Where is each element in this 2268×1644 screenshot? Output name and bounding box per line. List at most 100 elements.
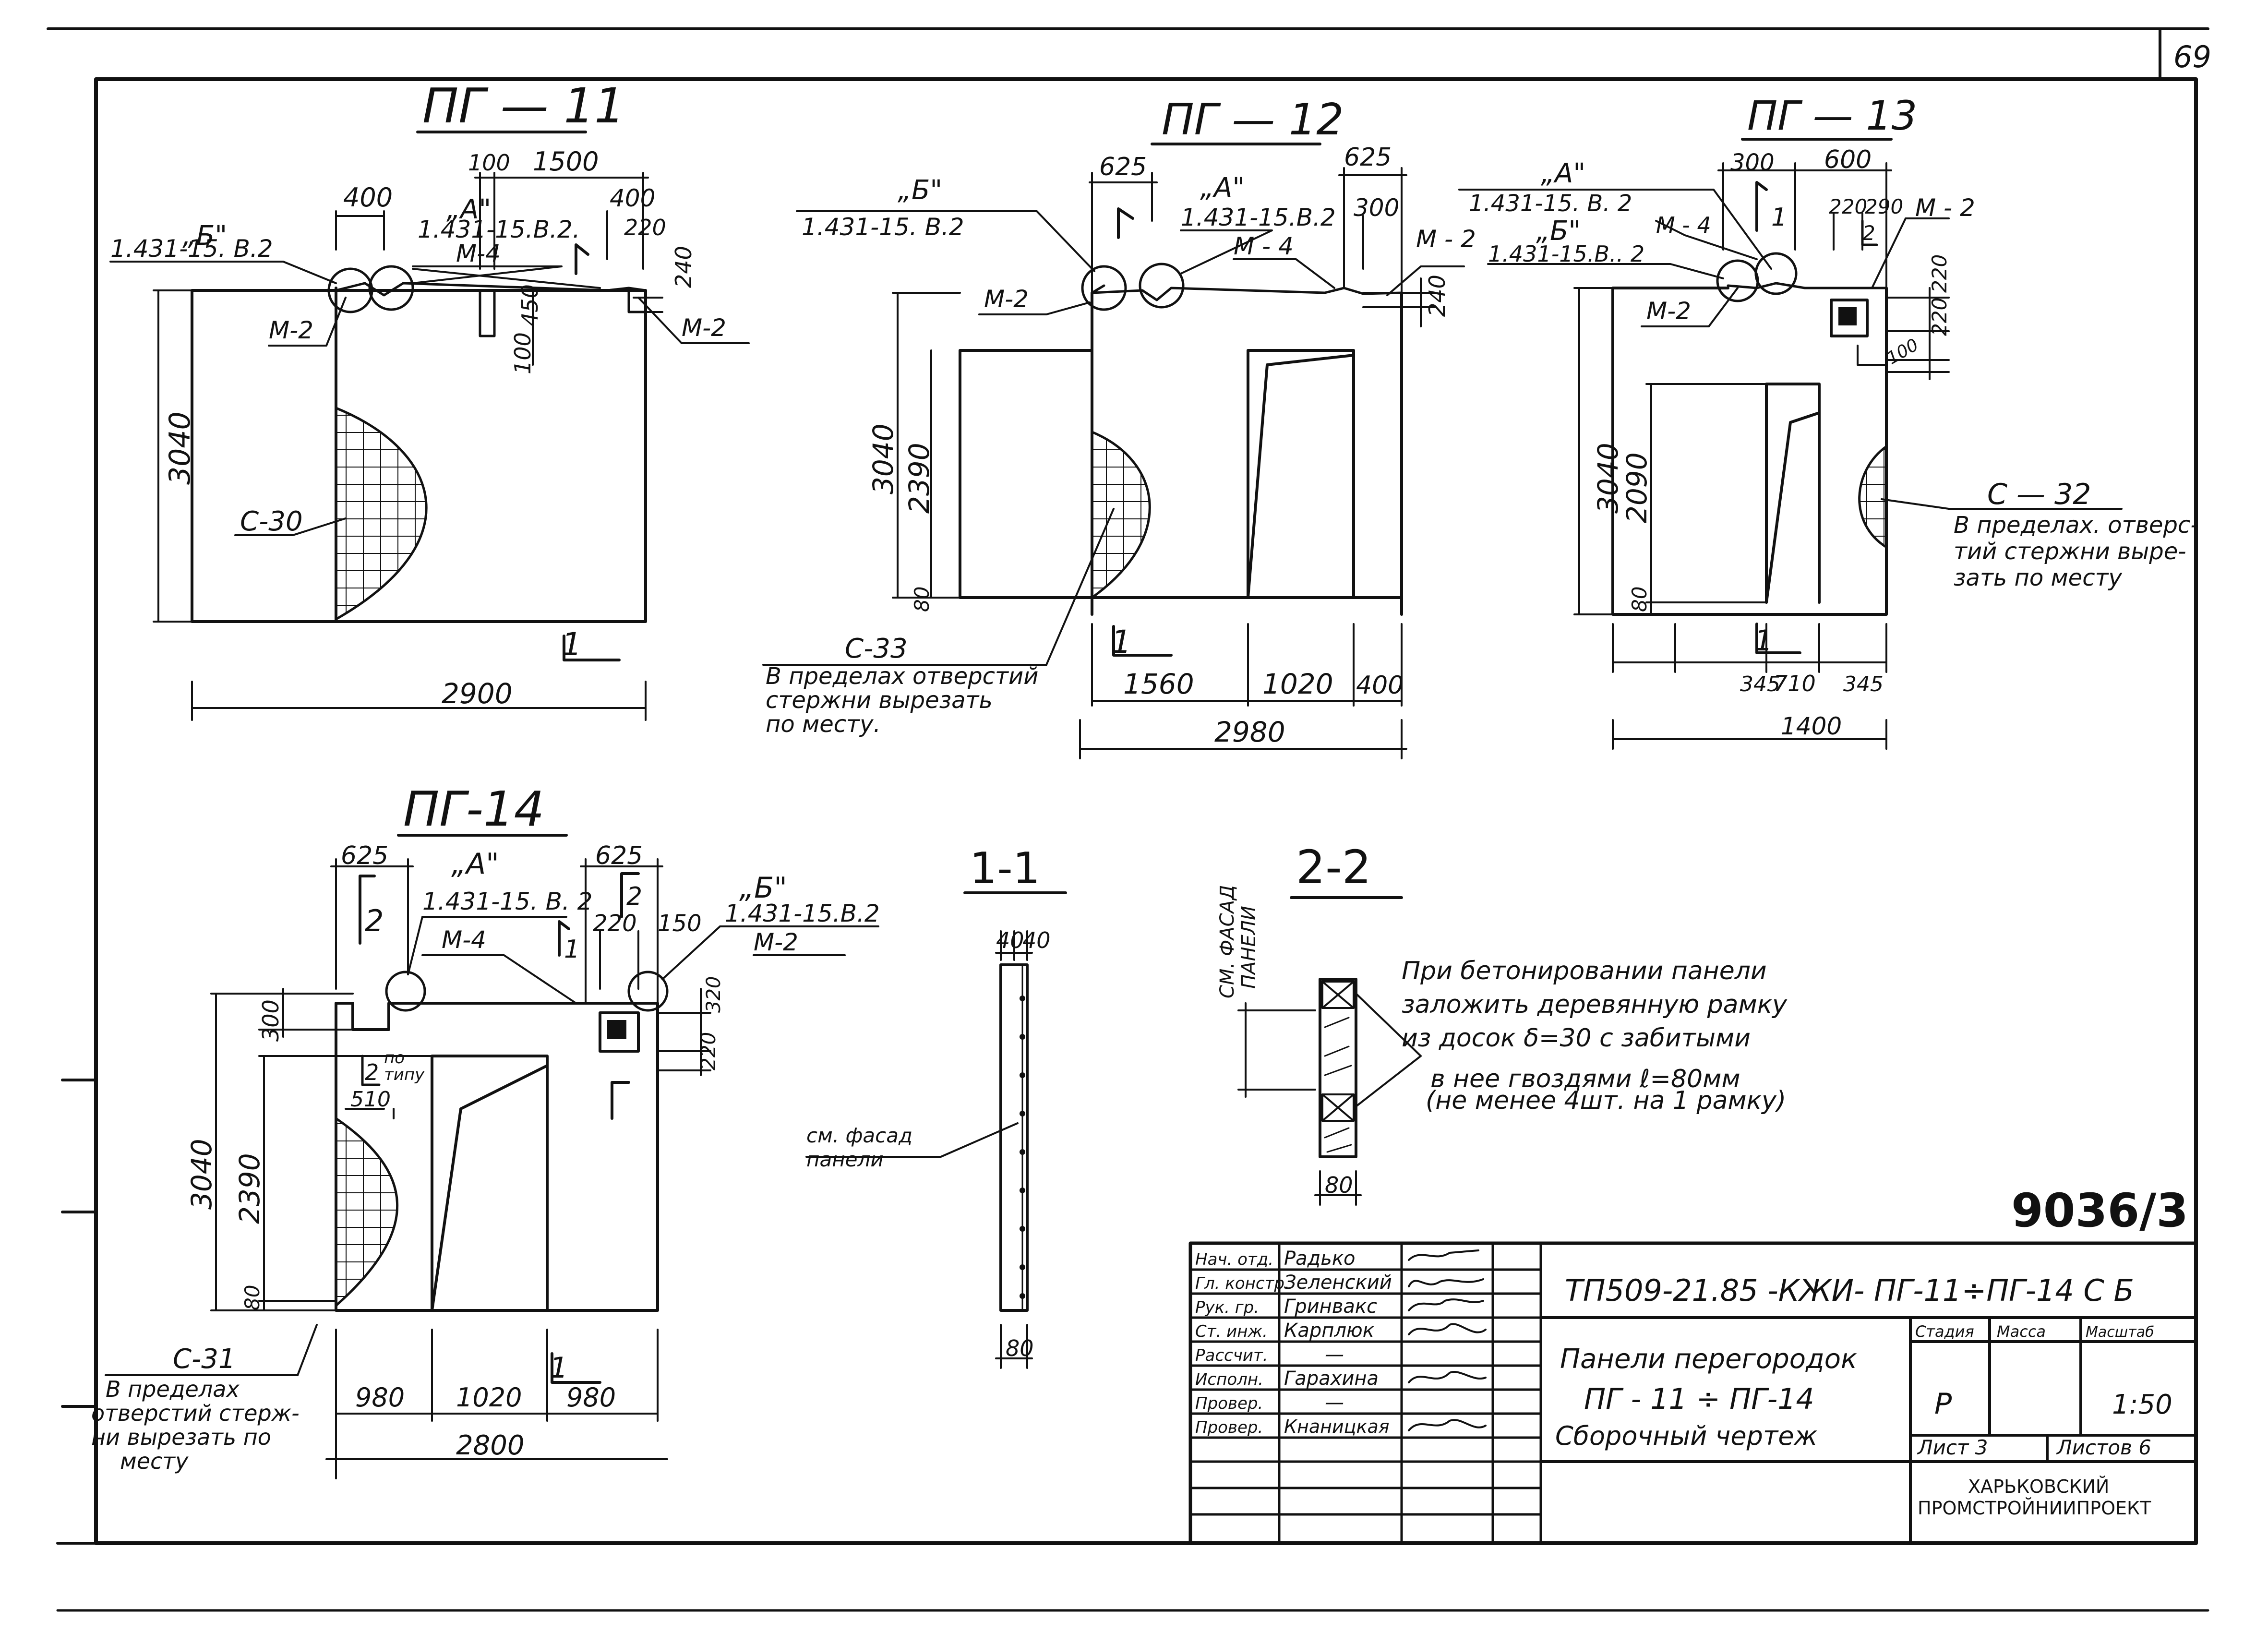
pg11-mark-m2-left: М-2 <box>269 316 313 344</box>
pg13-callout-b: „Б" <box>1536 216 1581 247</box>
pg11-callout-b-circle <box>327 267 373 313</box>
pg12-mark-m2-right: М - 2 <box>1416 225 1476 253</box>
section-2-2: 2-2 СМ. ФАСАД ПАНЕЛИ 80 При бетонировани… <box>1216 840 1788 1206</box>
pg12-outline <box>959 291 1403 616</box>
svg-text:220: 220 <box>624 215 666 240</box>
pg12-callout-b-ref: 1.431-15. В.2 <box>802 213 964 241</box>
svg-text:510: 510 <box>350 1087 391 1112</box>
pg11-section-mark: 1 <box>562 626 582 663</box>
svg-text:710: 710 <box>1774 671 1816 696</box>
pg12-mesh <box>1091 430 1151 600</box>
title-block-roles: Нач. отд. Гл. констр. Рук. гр. Ст. инж. … <box>1195 1250 1290 1437</box>
section-2-2-note-3: из досок δ=30 с забитыми <box>1402 1024 1751 1053</box>
svg-text:—: — <box>1325 1344 1344 1366</box>
pg11-callout-a-circle <box>368 265 414 311</box>
svg-text:Рассчит.: Рассчит. <box>1195 1346 1268 1365</box>
pg13-section-mark-bottom: 1 <box>1754 624 1773 658</box>
section-1-1-rebars <box>1020 996 1025 1299</box>
svg-text:290: 290 <box>1865 195 1903 218</box>
svg-text:240: 240 <box>671 246 696 288</box>
pg14-title: ПГ-14 <box>403 781 544 837</box>
scale-value: 1:50 <box>2112 1389 2172 1420</box>
stage-value: Р <box>1934 1387 1952 1421</box>
document-code: ТП509-21.85 -КЖИ- ПГ-11÷ПГ-14 С Б <box>1565 1273 2134 1308</box>
pg12-callout-a-circle <box>1139 263 1185 309</box>
svg-text:Гринвакс: Гринвакс <box>1284 1296 1377 1318</box>
svg-text:2980: 2980 <box>1214 716 1285 748</box>
svg-text:Ст. инж.: Ст. инж. <box>1195 1322 1268 1341</box>
drawing-title-3: Сборочный чертеж <box>1555 1421 1818 1451</box>
sheet-label: Лист 3 <box>1917 1436 1988 1459</box>
sheets-label: Листов 6 <box>2056 1436 2151 1459</box>
pg14-callout-b-circle <box>627 971 669 1012</box>
pg14-mesh <box>335 1116 398 1308</box>
section-1-1-title: 1-1 <box>970 843 1040 894</box>
pg13-callout-a-circle <box>1754 252 1798 295</box>
section-2-2-note-4: в нее гвоздями ℓ=80мм <box>1430 1065 1740 1093</box>
pg11-mesh <box>335 406 428 622</box>
svg-text:3040: 3040 <box>867 423 900 494</box>
pg14-section-mark-2-right: 2 <box>626 882 642 911</box>
section-2-2-note-2: заложить деревянную рамку <box>1402 990 1788 1019</box>
svg-text:300: 300 <box>1730 149 1775 176</box>
organization-2: ПРОМСТРОЙНИИПРОЕКТ <box>1918 1498 2151 1519</box>
pg11-callout-a-ref: 1.431-15.В.2. <box>418 216 580 243</box>
svg-text:320: 320 <box>703 976 725 1013</box>
pg11-mark-m2-right: М-2 <box>682 314 726 342</box>
view-pg13: ПГ — 13 „А" 1.431-15. В. 2 „Б" 1.431-15.… <box>1458 92 2199 750</box>
pg13-callout-b-circle <box>1716 259 1759 302</box>
svg-text:1560: 1560 <box>1123 668 1194 700</box>
drawing-title-1: Панели перегородок <box>1560 1344 1857 1375</box>
pg12-mesh-note-1: В пределах отверстий <box>766 663 1038 690</box>
pg12-mesh-mark: С-33 <box>845 633 908 664</box>
svg-text:2900: 2900 <box>442 677 513 710</box>
pg13-callout-b-ref: 1.431-15.В.. 2 <box>1488 241 1644 267</box>
pg11-title: ПГ — 11 <box>422 78 625 134</box>
pg14-section-mark-2-side: 2 <box>365 1059 379 1085</box>
svg-text:Радько: Радько <box>1284 1248 1356 1270</box>
svg-text:220: 220 <box>593 910 637 937</box>
svg-text:400: 400 <box>1356 671 1404 700</box>
view-pg14: ПГ-14 „А" 1.431-15. В. 2 М-4 „Б" 1.431-1… <box>91 781 880 1479</box>
svg-text:80: 80 <box>1325 1172 1353 1198</box>
svg-text:625: 625 <box>1344 143 1392 172</box>
svg-text:1020: 1020 <box>1262 668 1333 700</box>
pg12-dimensions: 625 625 300 240 3040 2390 80 1560 1020 4… <box>867 143 1450 759</box>
svg-text:40: 40 <box>996 927 1024 953</box>
svg-text:Гарахина: Гарахина <box>1284 1368 1379 1390</box>
pg14-section-mark-1-bottom: 1 <box>550 1351 568 1385</box>
pg13-mark-m2-left: М-2 <box>1646 297 1691 325</box>
svg-text:2390: 2390 <box>903 443 936 514</box>
stage-label: Стадия <box>1915 1322 1974 1341</box>
svg-text:625: 625 <box>341 841 388 870</box>
pg13-section-mark-side: 2 <box>1862 221 1875 245</box>
view-pg11: ПГ — 11 „Б" 1.431-15. В.2 „А" 1.431-15.В… <box>109 78 750 721</box>
pg14-mark-m4: М-4 <box>442 926 486 954</box>
pg14-typical-note-1: по <box>384 1048 405 1068</box>
svg-text:2090: 2090 <box>1620 452 1653 523</box>
pg12-callout-b-circle <box>1081 265 1127 311</box>
pg13-mesh-mark: С — 32 <box>1987 478 2091 511</box>
section-1-1: 1-1 40 40 80 см. фасад панели <box>805 843 1067 1369</box>
pg13-mesh-note-1: В пределах. отверс- <box>1954 512 2199 539</box>
pg14-mesh-note-2: отверстий стерж- <box>91 1400 300 1426</box>
svg-text:80: 80 <box>1628 587 1651 612</box>
sheet-frame <box>47 27 2209 1612</box>
pg13-section-mark-top: 1 <box>1771 203 1787 232</box>
pg12-section-mark: 1 <box>1111 624 1131 660</box>
pg14-callout-b: „Б" <box>739 871 787 905</box>
section-2-2-title: 2-2 <box>1296 840 1371 894</box>
mass-label: Масса <box>1997 1322 2046 1341</box>
svg-text:—: — <box>1325 1392 1344 1414</box>
organization-1: ХАРЬКОВСКИЙ <box>1968 1476 2109 1497</box>
pg14-dimensions: 625 625 220 150 300 510 320 220 3040 239… <box>185 841 725 1479</box>
pg14-mesh-note-4: месту <box>120 1448 189 1474</box>
svg-text:2390: 2390 <box>233 1153 266 1224</box>
pg14-callout-b-ref: 1.431-15.В.2 <box>725 900 880 927</box>
svg-text:1500: 1500 <box>533 146 599 177</box>
pg14-mark-m2: М-2 <box>754 928 798 956</box>
scale-label: Масштаб <box>2086 1324 2154 1341</box>
svg-text:80: 80 <box>910 587 934 612</box>
svg-text:600: 600 <box>1824 145 1872 174</box>
